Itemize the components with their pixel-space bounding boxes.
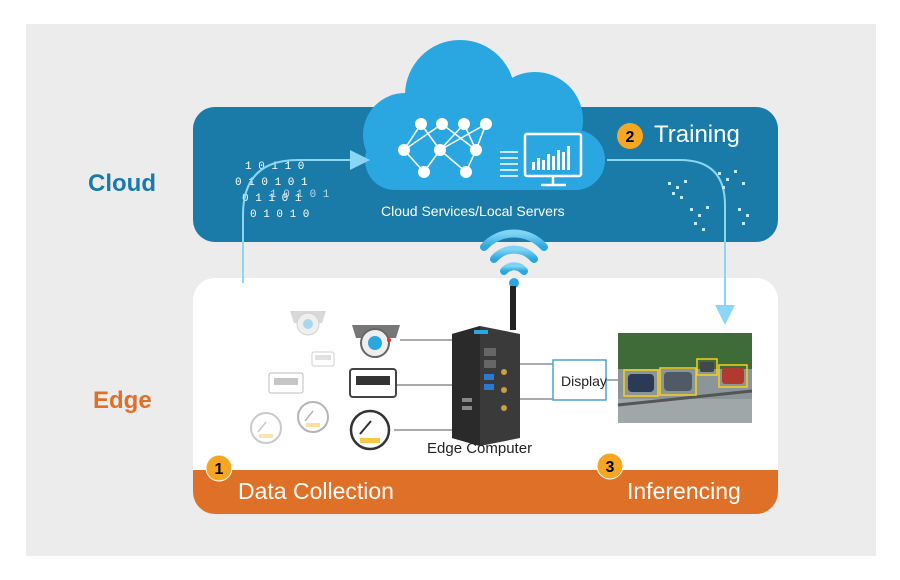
panel-meter-icon	[268, 372, 304, 394]
document-lines-icon	[500, 151, 518, 177]
step-badge-1: 1	[205, 454, 233, 482]
monitor-chart-icon	[523, 132, 583, 187]
cloud-section-label: Cloud	[88, 170, 156, 197]
gauge-icon	[250, 412, 282, 444]
gauge-icon	[349, 409, 391, 451]
training-label: Training	[654, 121, 740, 148]
step-badge-2: 2	[617, 123, 643, 149]
flow-arrow-up	[242, 150, 370, 283]
security-camera-icon	[290, 311, 326, 336]
panel-meter-icon	[349, 368, 397, 398]
traffic-camera-image	[617, 333, 753, 423]
step-number: 2	[626, 129, 635, 146]
neural-network-icon	[398, 118, 492, 178]
data-collection-label: Data Collection	[238, 478, 394, 504]
step-badge-3: 3	[596, 452, 624, 480]
security-camera-icon	[352, 325, 400, 358]
gauge-icon	[297, 401, 329, 433]
step-number: 1	[215, 461, 224, 478]
flow-arrow-down	[607, 159, 735, 325]
antenna	[510, 286, 516, 330]
step-number: 3	[606, 459, 615, 476]
binary-row: 0 1 0 1 0 1	[235, 177, 308, 189]
binary-row: 1 0 1 0 1	[270, 189, 330, 201]
wifi-icon	[480, 229, 548, 288]
edge-computer-label: Edge Computer	[427, 440, 533, 457]
inferencing-label: Inferencing	[627, 478, 741, 504]
display-connector-lines	[520, 363, 618, 400]
edge-computer-device	[452, 326, 520, 446]
edge-section-label: Edge	[93, 387, 152, 414]
binary-row: 0 1 0 1 0	[250, 209, 309, 221]
display-label: Display	[561, 373, 607, 389]
scattered-data-icon	[668, 170, 749, 231]
display-box	[552, 359, 607, 401]
panel-meter-icon	[311, 351, 335, 367]
cloud-services-label: Cloud Services/Local Servers	[381, 203, 565, 219]
edge-orange-strip	[193, 470, 778, 514]
binary-row: 0 1 1 0 1	[242, 193, 302, 205]
